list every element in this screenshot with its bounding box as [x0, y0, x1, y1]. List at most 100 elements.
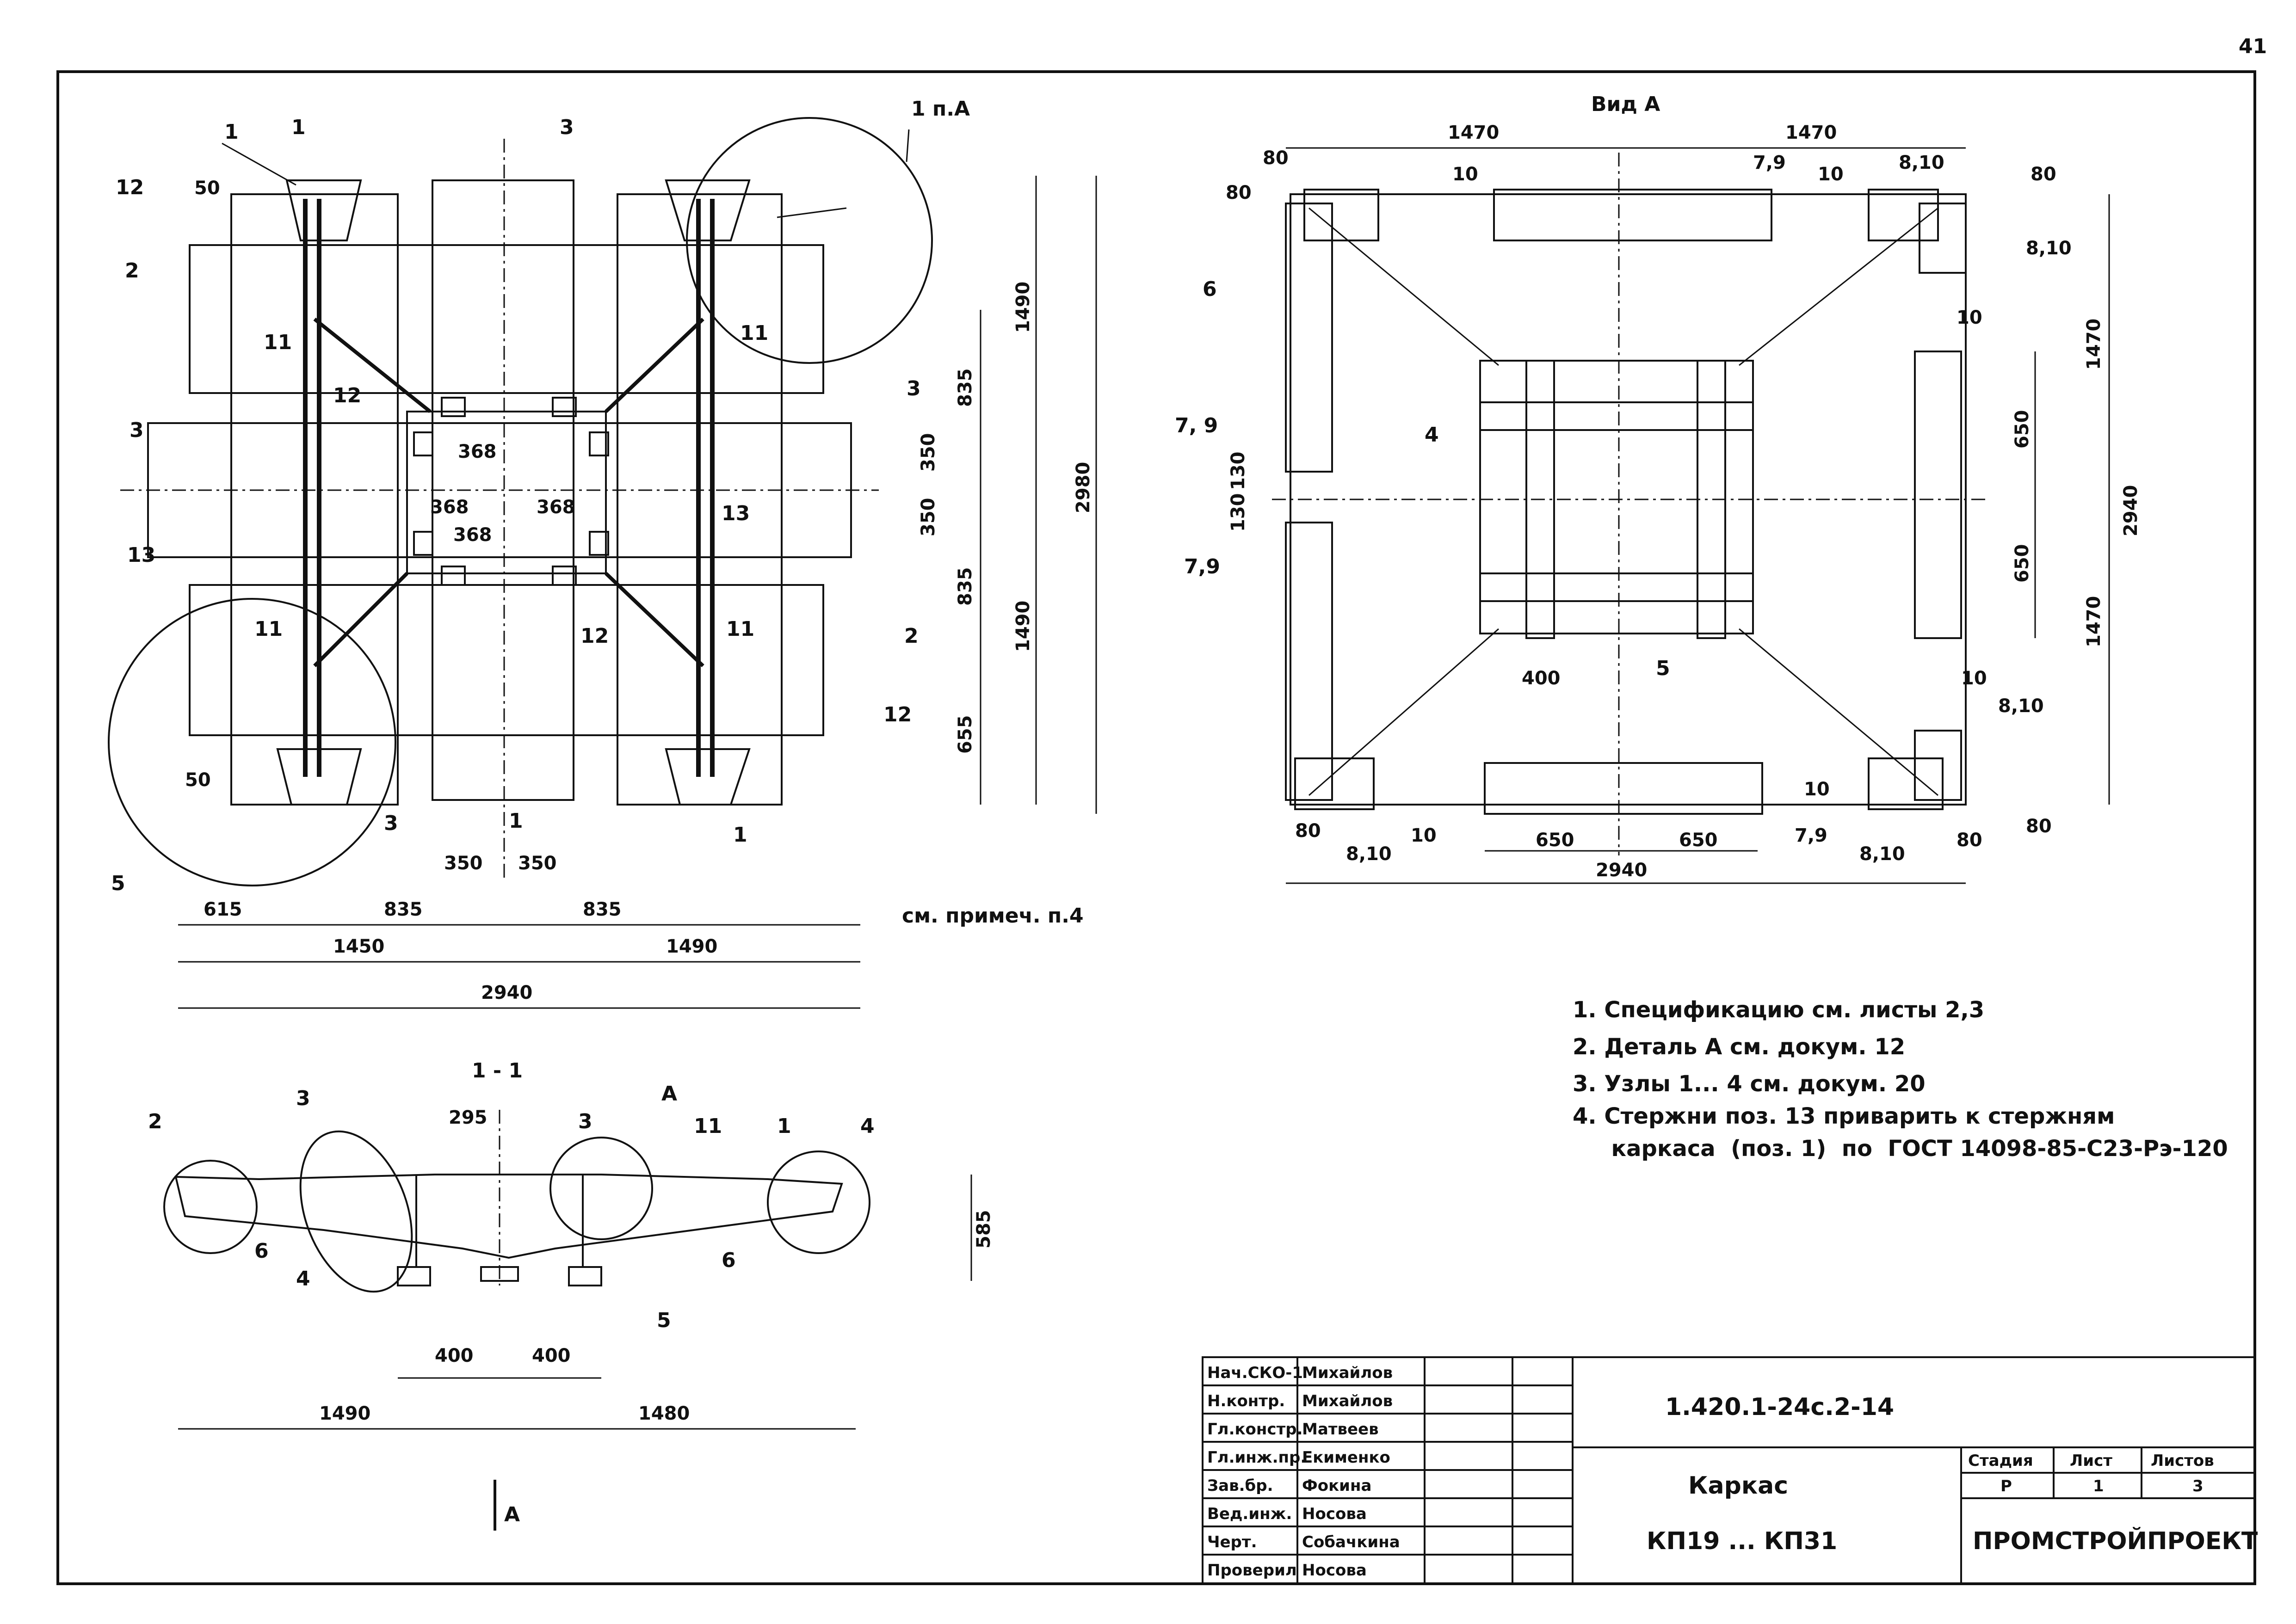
va-d10-b2: 10 — [1804, 779, 1830, 800]
callout-2-right: 2 — [904, 624, 919, 648]
view-a-title: Вид А — [1591, 92, 1660, 116]
callout-12-b: 12 — [333, 384, 361, 407]
notes: 1. Спецификацию см. листы 2,3 2. Деталь … — [1573, 997, 2228, 1162]
note-3: 3. Узлы 1... 4 см. докум. 20 — [1573, 1071, 1926, 1097]
dim-1450: 1450 — [333, 936, 384, 957]
tb-name-4: Екименко — [1302, 1448, 1390, 1467]
tb-item-range: КП19 ... КП31 — [1647, 1527, 1837, 1555]
tb-role-3: Гл.констр. — [1207, 1420, 1303, 1439]
tb-item-name: Каркас — [1688, 1472, 1788, 1500]
dim-368-b: 368 — [430, 497, 469, 518]
callout-12-d: 12 — [883, 703, 912, 726]
callout-2-left: 2 — [125, 259, 139, 283]
plan-dimension-lines — [178, 176, 1097, 1009]
tb-name-7: Собачкина — [1302, 1533, 1400, 1551]
tb-sheet-header: Лист — [2070, 1452, 2112, 1470]
callout-3-right: 3 — [907, 377, 921, 400]
dim-368-a: 368 — [458, 441, 497, 462]
va-d400: 400 — [1522, 668, 1561, 689]
callout-13-left: 13 — [127, 543, 155, 567]
tb-name-2: Михайлов — [1302, 1392, 1393, 1410]
sec-lbl-3a: 3 — [296, 1087, 310, 1110]
callout-11-a: 11 — [264, 331, 292, 354]
dim-368-c: 368 — [537, 497, 575, 518]
sec-d1480: 1480 — [638, 1403, 690, 1424]
callout-1-top: 1 — [224, 120, 239, 144]
section-mark-top: 1 — [291, 116, 306, 139]
section-title: 1 - 1 — [472, 1059, 523, 1083]
view-direction-label: А — [504, 1503, 520, 1526]
sec-d585: 585 — [973, 1210, 994, 1249]
callout-3-left: 3 — [130, 418, 144, 442]
callout-11-c: 11 — [254, 617, 283, 641]
tb-role-4: Гл.инж.пр. — [1207, 1448, 1306, 1467]
note-2: 2. Деталь А см. докум. 12 — [1573, 1034, 1905, 1060]
tb-name-6: Носова — [1302, 1505, 1367, 1523]
va-lbl-79-top: 7,9 — [1753, 152, 1786, 173]
va-d650-b2: 650 — [1679, 830, 1718, 851]
title-block-text: Нач.СКО-1 Михайлов Н.контр. Михайлов Гл.… — [1207, 1364, 2258, 1580]
va-d80-br: 80 — [1957, 830, 1982, 851]
sec-d400b: 400 — [532, 1345, 571, 1366]
va-d80-l: 80 — [1226, 182, 1252, 203]
tb-name-5: Фокина — [1302, 1476, 1371, 1495]
sec-lbl-A: А — [661, 1082, 677, 1106]
section-1-1 — [163, 1110, 972, 1531]
callout-11-d: 11 — [726, 617, 754, 641]
va-lbl-810-top: 8,10 — [1899, 152, 1944, 173]
tb-name-1: Михайлов — [1302, 1364, 1393, 1382]
dim-2980: 2980 — [1073, 462, 1094, 513]
sec-lbl-4b: 4 — [296, 1267, 310, 1291]
va-d80-bl: 80 — [1295, 820, 1321, 842]
va-d80-br2: 80 — [2026, 816, 2052, 837]
title-block — [1202, 1356, 2256, 1585]
plan-view — [108, 117, 933, 886]
dim-1490-r1: 1490 — [1012, 282, 1034, 333]
sec-lbl-2: 2 — [148, 1110, 162, 1133]
tb-sheets: 3 — [2192, 1477, 2203, 1495]
tb-role-5: Зав.бр. — [1207, 1476, 1273, 1495]
va-d10-t2: 10 — [1818, 164, 1844, 185]
va-d10-t1: 10 — [1452, 164, 1478, 185]
sec-lbl-11: 11 — [694, 1114, 722, 1138]
tb-role-1: Нач.СКО-1 — [1207, 1364, 1303, 1382]
dim-655-r: 655 — [955, 715, 976, 754]
sec-lbl-4a: 4 — [860, 1114, 875, 1138]
dim-350-r1: 350 — [918, 433, 939, 472]
tb-name-8: Носова — [1302, 1561, 1367, 1580]
note-4: 4. Стержни поз. 13 приварить к стержням — [1573, 1103, 2115, 1129]
note-ref-label: см. примеч. п.4 — [902, 904, 1084, 928]
va-lbl-79-l1: 7, 9 — [1175, 414, 1218, 437]
sec-d295: 295 — [449, 1107, 488, 1128]
section-mark-bottom: 1 — [509, 809, 523, 833]
dim-1490-r2: 1490 — [1012, 601, 1034, 652]
callout-13-right: 13 — [722, 502, 750, 525]
va-d1470-t2: 1470 — [1785, 122, 1837, 143]
va-d80-r: 80 — [2031, 164, 2056, 185]
sec-lbl-3b: 3 — [578, 1110, 593, 1133]
note-1: 1. Спецификацию см. листы 2,3 — [1573, 997, 1984, 1023]
va-d10-b1: 10 — [1411, 825, 1437, 846]
va-lbl-810-br: 8,10 — [1859, 843, 1905, 865]
va-d650-r1: 650 — [2012, 410, 2033, 449]
sec-lbl-1: 1 — [777, 1114, 791, 1138]
plan-text: 1 1 1 п.А 12 50 3 2 11 11 12 3 3 368 368… — [111, 97, 1094, 1003]
tb-name-3: Матвеев — [1302, 1420, 1379, 1439]
callout-5: 5 — [111, 872, 125, 895]
va-d130-a: 130 — [1228, 452, 1249, 491]
dim-350-b2: 350 — [518, 853, 557, 874]
tb-designation: 1.420.1-24с.2-14 — [1665, 1393, 1894, 1421]
view-a — [1272, 147, 2110, 884]
callout-3-bottom: 3 — [384, 812, 398, 835]
dim-350-b1: 350 — [444, 853, 483, 874]
va-lbl-810-r2: 8,10 — [1998, 695, 2044, 717]
callout-3-top: 3 — [560, 116, 574, 139]
dim-2940-b: 2940 — [481, 982, 532, 1003]
dim-835-b2: 835 — [583, 899, 622, 920]
dim-1490-b: 1490 — [666, 936, 717, 957]
view-a-text: Вид А 80 1470 1470 80 10 10 7,9 8,10 80 … — [1175, 92, 2142, 881]
va-lbl-6: 6 — [1203, 277, 1217, 301]
page-number: 41 — [2239, 35, 2267, 58]
tb-stage: Р — [2000, 1477, 2012, 1495]
callout-11-b: 11 — [740, 321, 768, 345]
